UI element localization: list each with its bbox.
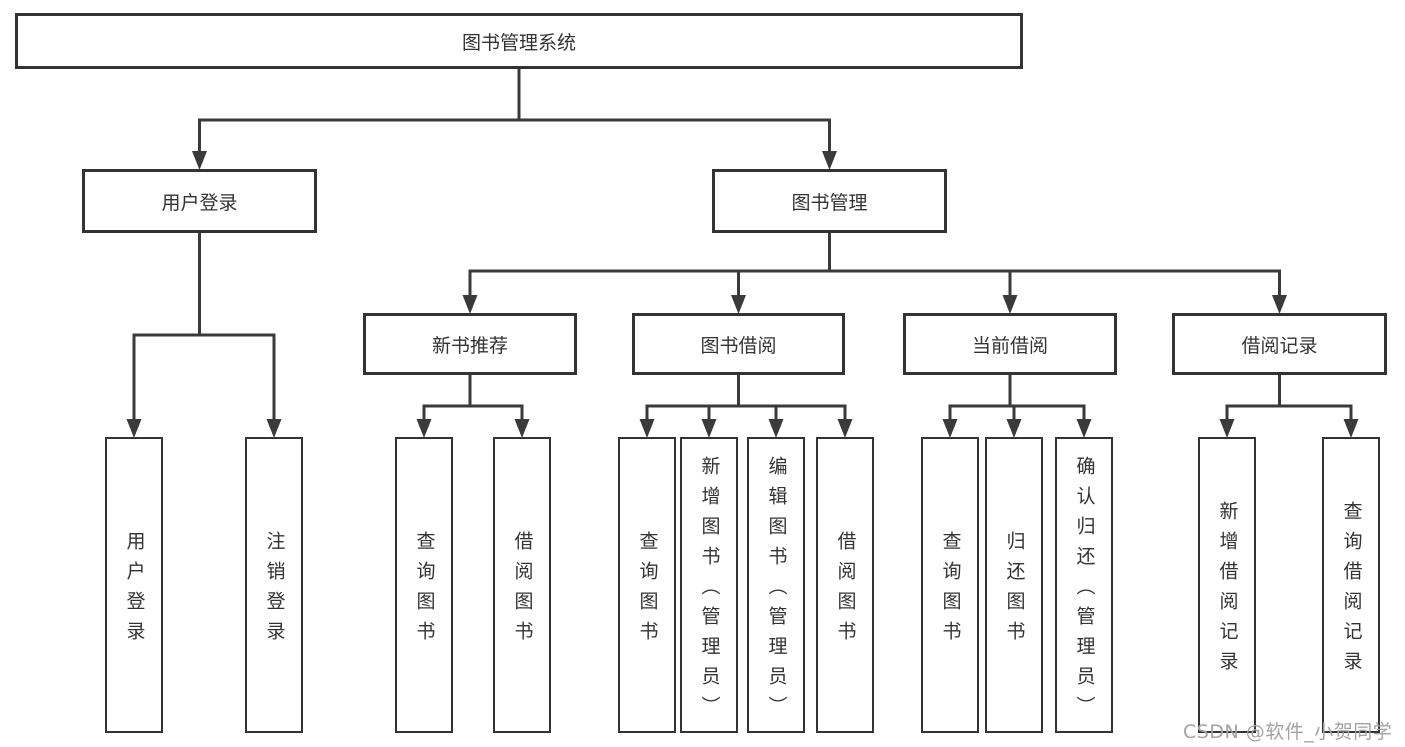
arrowhead-down-icon <box>126 419 142 438</box>
node-book-mgmt: 图书管理 <box>712 169 947 233</box>
node-leaf-query-book-1: 查询图书 <box>395 437 453 733</box>
node-leaf-logout: 注销登录 <box>245 437 303 733</box>
arrowhead-down-icon <box>837 419 853 438</box>
arrowhead-down-icon <box>1002 295 1018 314</box>
watermark: CSDN @软件_小贺同学 <box>1183 721 1393 743</box>
node-label: 归还图书 <box>1003 530 1026 651</box>
node-label: 查询图书 <box>636 530 659 651</box>
node-label: 查询借阅记录 <box>1340 500 1363 681</box>
node-new-book-rec: 新书推荐 <box>363 313 577 375</box>
node-leaf-return-book: 归还图书 <box>985 437 1043 733</box>
node-borrow-record: 借阅记录 <box>1172 313 1387 375</box>
arrowhead-down-icon <box>1272 295 1287 314</box>
node-label: 用户登录 <box>161 191 238 214</box>
arrowhead-down-icon <box>942 419 958 438</box>
arrowhead-down-icon <box>514 419 530 438</box>
node-leaf-confirm-return: 确认归还（管理员） <box>1055 437 1113 733</box>
node-leaf-query-borrow-record: 查询借阅记录 <box>1322 437 1380 733</box>
node-label: 新书推荐 <box>431 334 508 357</box>
arrowhead-down-icon <box>768 419 784 438</box>
node-label: 查询图书 <box>939 530 962 651</box>
node-leaf-query-book-2: 查询图书 <box>618 437 676 733</box>
node-label: 借阅记录 <box>1241 334 1318 357</box>
arrowhead-down-icon <box>192 151 207 170</box>
node-label: 图书管理系统 <box>461 31 576 54</box>
arrowhead-down-icon <box>822 151 837 170</box>
node-label: 图书管理 <box>791 191 868 214</box>
node-label: 借阅图书 <box>511 530 534 651</box>
node-label: 编辑图书（管理员） <box>765 455 788 726</box>
node-label: 查询图书 <box>413 530 436 651</box>
node-root: 图书管理系统 <box>15 13 1023 69</box>
node-label: 注销登录 <box>263 530 286 651</box>
node-book-borrow: 图书借阅 <box>632 313 845 375</box>
arrowhead-down-icon <box>416 419 432 438</box>
arrowhead-down-icon <box>1006 419 1022 438</box>
arrowhead-down-icon <box>731 295 746 314</box>
arrowhead-down-icon <box>462 295 478 314</box>
node-leaf-borrow-book-2: 借阅图书 <box>816 437 874 733</box>
arrowhead-down-icon <box>266 419 282 438</box>
arrowhead-down-icon <box>1219 419 1235 438</box>
node-user-login: 用户登录 <box>82 169 317 233</box>
node-label: 用户登录 <box>123 530 146 651</box>
node-leaf-edit-book: 编辑图书（管理员） <box>747 437 805 733</box>
node-leaf-borrow-book-1: 借阅图书 <box>493 437 551 733</box>
arrowhead-down-icon <box>1343 419 1359 438</box>
node-label: 图书借阅 <box>700 334 777 357</box>
arrowhead-down-icon <box>701 419 717 438</box>
arrowhead-down-icon <box>1076 419 1092 438</box>
node-leaf-query-book-3: 查询图书 <box>921 437 979 733</box>
node-leaf-user-login: 用户登录 <box>105 437 163 733</box>
node-label: 确认归还（管理员） <box>1073 455 1096 726</box>
node-label: 新增借阅记录 <box>1216 500 1239 681</box>
node-current-borrow: 当前借阅 <box>903 313 1117 375</box>
node-label: 新增图书（管理员） <box>698 455 721 726</box>
node-leaf-add-borrow-record: 新增借阅记录 <box>1198 437 1256 733</box>
node-label: 当前借阅 <box>971 334 1048 357</box>
node-leaf-add-book: 新增图书（管理员） <box>680 437 738 733</box>
node-label: 借阅图书 <box>834 530 857 651</box>
arrowhead-down-icon <box>639 419 655 438</box>
